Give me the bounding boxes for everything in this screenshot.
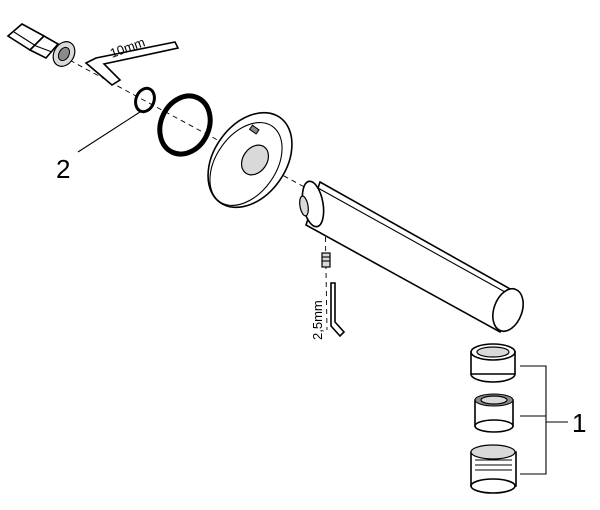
large-o-ring [157, 93, 213, 157]
callout-1: 1 [572, 408, 586, 438]
hex-key-2-5mm-label: 2,5mm [310, 300, 325, 340]
aerator-ring [470, 343, 516, 383]
grub-screw [321, 252, 331, 268]
callout-1-bracket [520, 365, 568, 475]
hex-key-10mm: 10mm [84, 34, 180, 86]
aerator-housing [470, 444, 517, 494]
callout-2: 2 [56, 154, 70, 184]
spout-body [299, 180, 524, 334]
callout-2-leader [77, 111, 141, 153]
wall-rosette [207, 111, 293, 209]
small-o-ring [134, 86, 156, 114]
hex-key-2-5mm: 2,5mm [310, 282, 346, 340]
wall-connector [6, 23, 76, 67]
aerator-insert [474, 393, 514, 433]
